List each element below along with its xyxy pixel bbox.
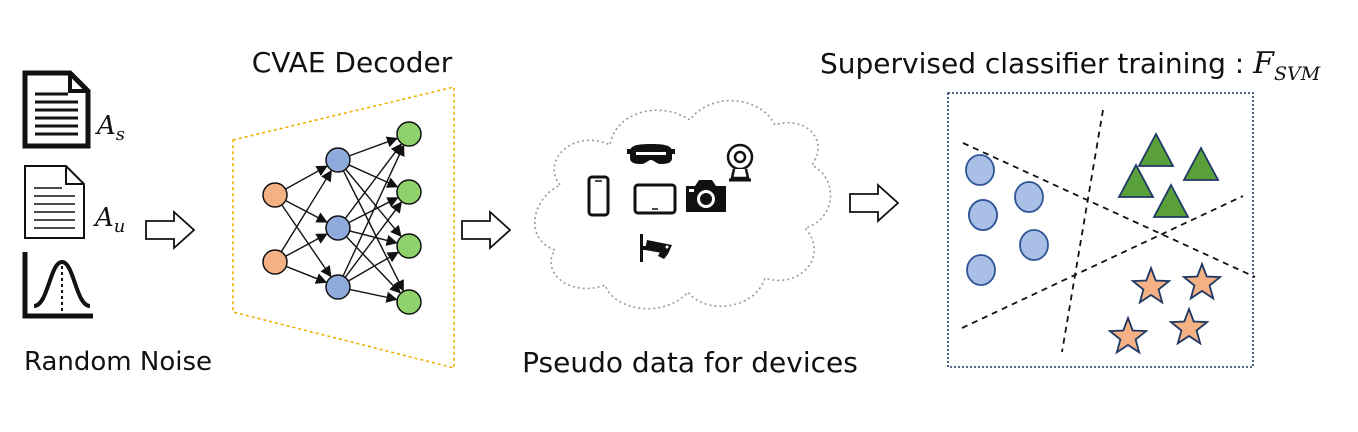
cvae-decoder-title: CVAE Decoder [252,46,453,79]
pseudo-data-cloud [534,99,832,310]
class-triangle [1137,132,1175,167]
class-circle [965,154,995,186]
hidden-node [325,274,351,300]
network-nodes [262,121,422,315]
gaussian-noise-icon [22,252,93,319]
class-star [1168,306,1210,346]
class-triangle [1182,146,1220,181]
network-edge [285,233,328,257]
class-star [1181,261,1223,301]
network-edge [342,170,404,292]
flow-arrow-1 [145,209,196,251]
random-noise-label: Random Noise [24,347,212,377]
network-edge [348,164,399,188]
output-node [396,233,422,259]
webcam-icon [726,143,754,182]
hidden-node [325,147,351,173]
network-edge [349,230,398,246]
network-edge [345,236,401,294]
output-node [396,289,422,315]
network-edge [349,288,398,303]
network-edges [280,136,405,303]
decision-boundary-2 [962,142,1256,278]
classifier-box [947,92,1254,368]
network-edge [285,265,328,284]
network-edge [285,165,328,190]
network-edge [344,201,403,278]
seen-attribute-symbol: As [95,111,125,145]
classifier-title: Supervised classifier training : FSVM [820,46,1321,85]
class-star-group [1107,261,1223,355]
pseudo-data-label: Pseudo data for devices [522,346,858,379]
flow-arrow-2 [461,209,512,251]
network-edge [349,136,399,157]
network-edge [345,168,402,238]
class-triangle-group [1117,132,1220,218]
class-circle [966,254,996,286]
network-edge [348,251,399,282]
vr-headset-icon [627,144,675,164]
network-edge [344,143,403,219]
input-node [262,182,288,208]
decoder-trapezoid [232,85,455,370]
flow-arrow-3 [849,182,900,224]
unseen-attribute-document-icon [24,165,85,239]
tablet-icon [633,183,677,215]
class-circle-group [965,154,1049,286]
network-edge [280,169,332,253]
decision-boundary-1 [1061,109,1104,353]
security-camera-icon [640,234,672,262]
network-edge [281,204,332,278]
unseen-attribute-symbol: Au [93,203,125,237]
class-triangle [1152,183,1190,218]
output-node [396,179,422,205]
input-node [262,249,288,275]
network-edge [342,144,405,277]
hidden-node [325,215,351,241]
class-star [1107,315,1149,355]
class-triangle [1117,163,1155,198]
class-star [1130,265,1172,305]
seen-attribute-document-icon [22,70,91,149]
smartphone-icon [587,175,610,217]
decision-boundary-3 [961,195,1244,329]
output-node [396,121,422,147]
class-circle [968,199,998,231]
class-circle [1014,181,1044,213]
camera-icon [686,180,726,212]
class-circle [1019,229,1049,261]
